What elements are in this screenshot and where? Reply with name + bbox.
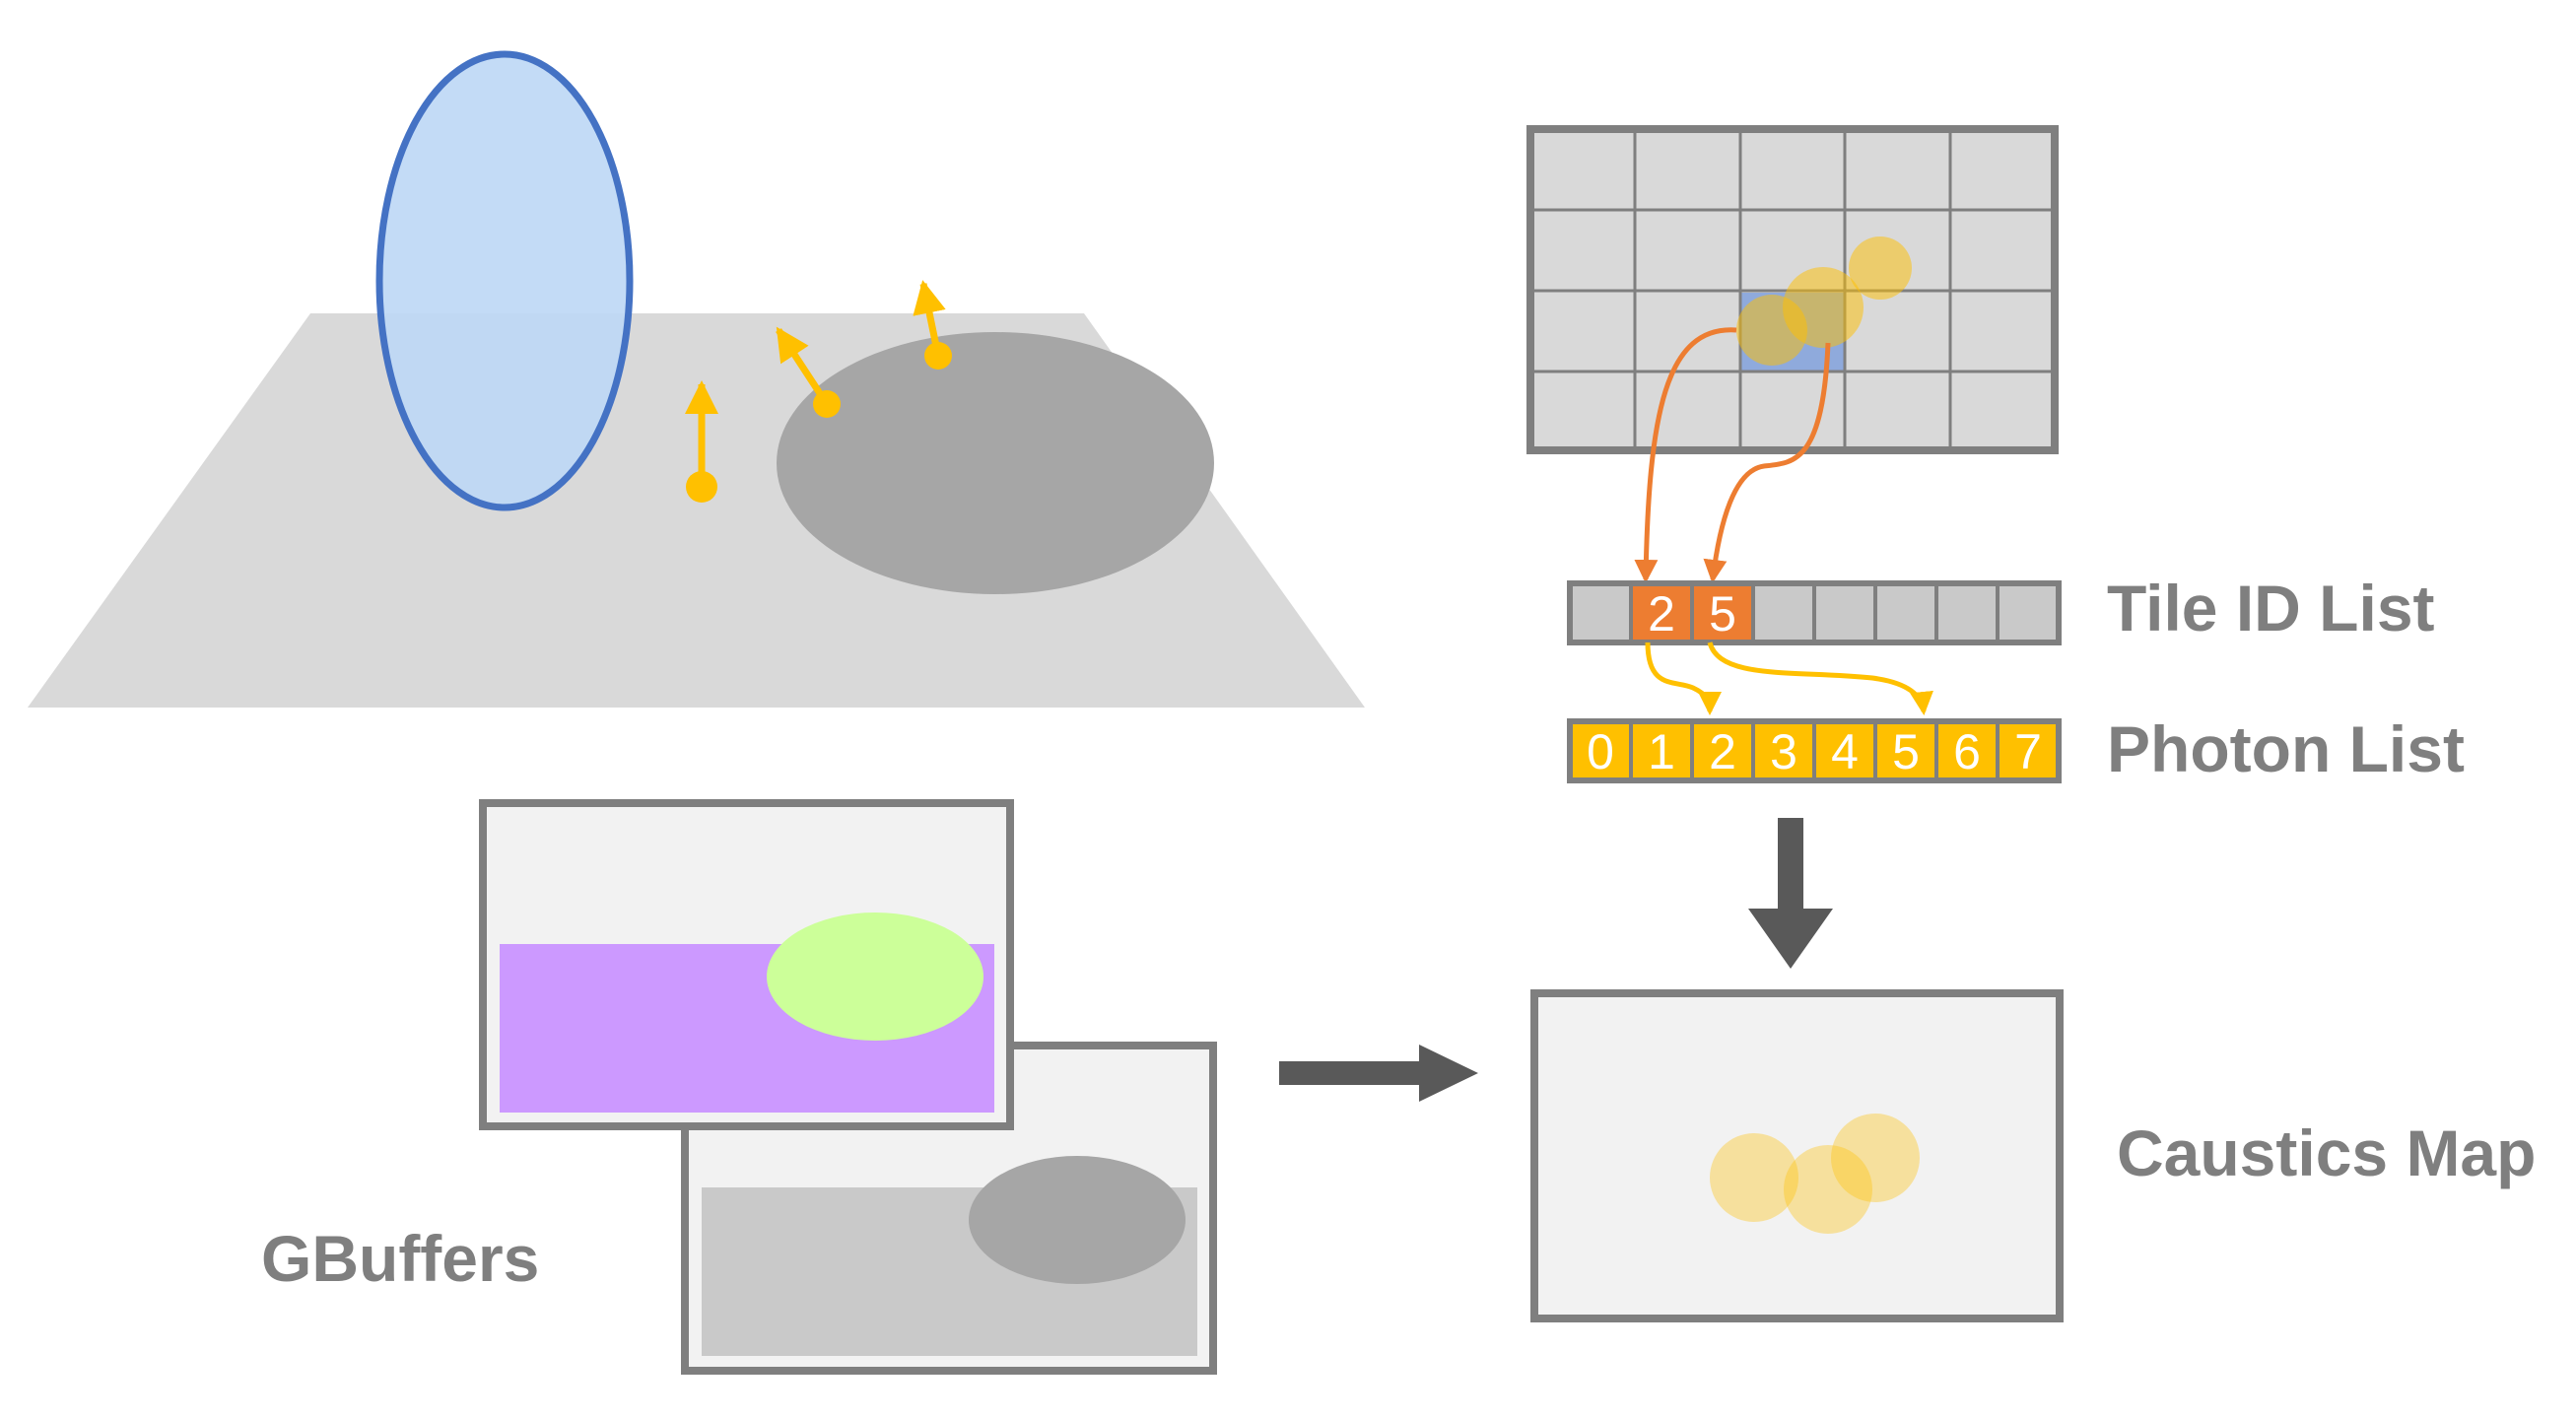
tile-id-cell-1-label: 2: [1648, 586, 1675, 642]
photon-cell-4-label: 4: [1831, 724, 1859, 779]
photon-cell-2-label: 2: [1709, 724, 1736, 779]
photon-cell-7: [1996, 719, 2061, 782]
occluder-ellipse: [777, 332, 1214, 594]
tile-grid: [1526, 125, 2059, 583]
tile-id-list-label: Tile ID List: [2107, 572, 2435, 644]
caustics-map: [1530, 989, 2064, 1322]
tile-id-cell-3: [1751, 581, 1816, 644]
photon-1: [685, 380, 718, 503]
tile-id-cell-4: [1812, 581, 1877, 644]
right-arrow: [1279, 1045, 1478, 1102]
photon-2: [776, 326, 841, 418]
photon-cell-5-label: 5: [1892, 724, 1920, 779]
grid-photon-splats: [1736, 236, 1912, 366]
photon-cell-4: [1812, 719, 1877, 782]
photon-cell-0-label: 0: [1587, 724, 1614, 779]
photon-list-label: Photon List: [2107, 712, 2465, 785]
tile-id-cell-2-label: 5: [1709, 586, 1736, 642]
photon-link-5: [1707, 642, 1933, 715]
scene-3d: [28, 50, 1365, 708]
tile-link-5: [1703, 342, 1831, 583]
lens-ellipse: [375, 50, 634, 511]
photon-link-2: [1645, 642, 1722, 715]
caustics-map-label: Caustics Map: [2117, 1116, 2536, 1189]
tile-id-cell-6: [1934, 581, 2000, 644]
photon-cell-3-label: 3: [1770, 724, 1797, 779]
tile-id-cell-0: [1568, 581, 1633, 644]
photon-cell-1-label: 1: [1648, 724, 1675, 779]
tile-id-cell-7: [1996, 581, 2061, 644]
photon-3: [913, 280, 952, 370]
photon-cell-6-label: 6: [1953, 724, 1981, 779]
photon-cell-7-label: 7: [2014, 724, 2042, 779]
tile-id-cell-5: [1873, 581, 1938, 644]
gbuffer-front: [479, 799, 1014, 1130]
tile-link-2: [1634, 327, 1737, 583]
gbuffers-label: GBuffers: [261, 1222, 539, 1295]
down-arrow: [1748, 818, 1833, 969]
